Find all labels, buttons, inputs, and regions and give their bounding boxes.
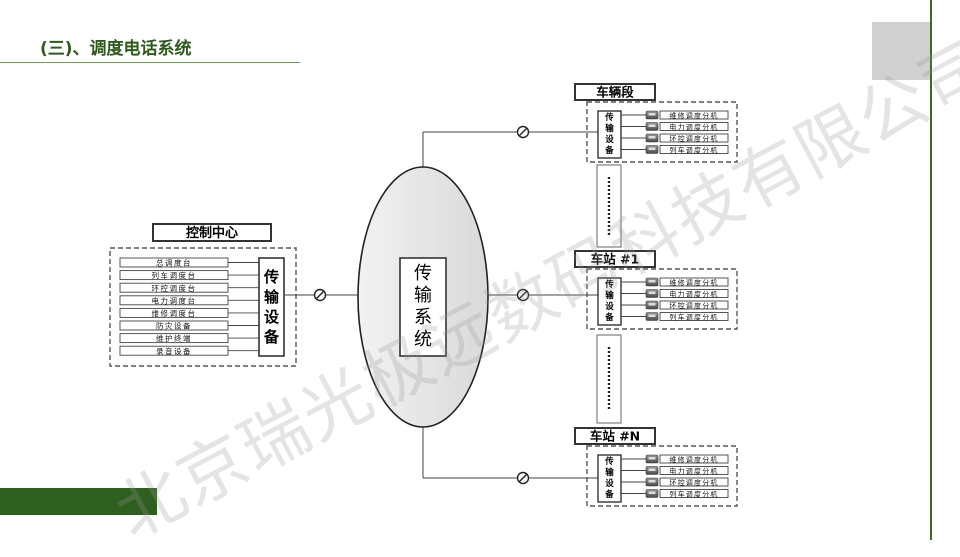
station-title-box [574, 427, 656, 445]
station-item: 列车调度分机 [669, 490, 718, 499]
transport-system-char: 统 [414, 329, 432, 350]
station-item: 电力调度分机 [669, 467, 718, 476]
phone-icon [645, 454, 659, 464]
phone-icon [645, 133, 659, 143]
connector-icon [516, 471, 530, 485]
station-transport-char: 输 [605, 467, 614, 478]
station-item: 维修调度分机 [669, 455, 718, 464]
control-center-item: 总调度台 [156, 258, 192, 268]
page-title: (三)、调度电话系统 [40, 39, 192, 59]
phone-icon [645, 489, 659, 498]
station-transport-char: 输 [605, 290, 614, 301]
control-center-item: 环控调度台 [152, 283, 197, 293]
connector-group [313, 125, 530, 485]
station-item: 环控调度分机 [669, 301, 718, 310]
station-item-box [659, 289, 729, 298]
station-item: 维修调度分机 [669, 278, 718, 287]
station-item-box [659, 110, 729, 120]
station-item: 环控调度分机 [669, 478, 718, 487]
transport-system-label-box [399, 257, 447, 357]
station-separators [596, 164, 622, 424]
station-item-box [659, 477, 729, 487]
station-item: 维修调度分机 [669, 111, 718, 120]
station-transport-char: 传 [604, 112, 614, 123]
right-border-line [930, 0, 932, 540]
station-item-box [659, 277, 729, 287]
station-item: 电力调度分机 [669, 123, 718, 132]
control-center-transport-box [258, 257, 285, 357]
station-transport-char: 传 [604, 279, 614, 290]
station-frame [586, 445, 738, 507]
station-transport-char: 备 [604, 489, 614, 500]
station-transport-box [597, 277, 622, 326]
phone-icon [645, 277, 659, 287]
station-title: 车辆段 [596, 85, 634, 100]
station-transport-box [597, 454, 622, 503]
station-item-box [659, 133, 729, 143]
phone-icon [645, 122, 659, 131]
control-center-title-box [152, 223, 272, 242]
station-item: 电力调度分机 [669, 290, 718, 299]
phone-icon [645, 477, 659, 487]
station-transport-char: 输 [605, 123, 614, 134]
station-item: 列车调度分机 [669, 146, 718, 155]
station-frame [586, 268, 738, 330]
transport-system-char: 输 [414, 285, 432, 306]
station-item-box [659, 300, 729, 310]
station-item-box [659, 312, 729, 321]
corner-decoration [872, 22, 930, 80]
control-center-item: 维修调度台 [152, 308, 197, 318]
station-transport-box [597, 110, 622, 159]
phone-icon [645, 289, 659, 298]
station-item-box [659, 145, 729, 154]
phone-icon [645, 110, 659, 120]
control-center-item: 电力调度台 [152, 295, 197, 305]
station-title-box [574, 83, 656, 101]
station-transport-char: 设 [605, 134, 614, 145]
station-frame [586, 101, 738, 163]
station-item-box [659, 454, 729, 464]
control-center-frame [109, 247, 297, 367]
transport-system-char: 传 [414, 263, 432, 284]
station-item-box [659, 466, 729, 475]
control-center-item: 录音设备 [156, 346, 192, 356]
station-transport-char: 备 [604, 145, 614, 156]
control-center-title: 控制中心 [186, 225, 238, 241]
station-transport-char: 传 [604, 456, 614, 467]
station-item: 环控调度分机 [669, 134, 718, 143]
connection-lines [284, 131, 598, 479]
station-title: 车站 #N [590, 429, 640, 444]
station-item-box [659, 122, 729, 131]
station-transport-char: 设 [605, 301, 614, 312]
station-title-box [574, 250, 656, 268]
station-title: 车站 #1 [591, 252, 640, 267]
phone-icon [645, 300, 659, 310]
station-item: 列车调度分机 [669, 313, 718, 322]
phone-icon [645, 145, 659, 154]
control-center-item: 防灾设备 [156, 321, 192, 331]
connector-icon [313, 288, 327, 302]
phone-icon [645, 312, 659, 321]
footer-accent-bar [0, 488, 157, 515]
control-center-transport-char: 备 [263, 328, 280, 346]
title-underline [0, 62, 300, 63]
control-center-transport-char: 传 [263, 268, 279, 286]
station-transport-char: 设 [605, 478, 614, 489]
station-item-box [659, 489, 729, 498]
connector-icon [516, 125, 530, 139]
dispatch-diagram: 控制中心 总调度台列车调度台环控调度台电力调度台维修调度台防灾设备维护终端录音设… [109, 83, 738, 507]
connector-icon [516, 288, 530, 302]
control-center-item: 维护终端 [156, 333, 192, 343]
phone-icon [645, 466, 659, 475]
control-center-group: 控制中心 总调度台列车调度台环控调度台电力调度台维修调度台防灾设备维护终端录音设… [109, 223, 297, 367]
transport-system-char: 系 [414, 307, 432, 328]
control-center-item: 列车调度台 [152, 270, 197, 280]
control-center-transport-char: 设 [264, 308, 279, 326]
control-center-transport-char: 输 [264, 288, 280, 306]
station-transport-char: 备 [604, 312, 614, 323]
